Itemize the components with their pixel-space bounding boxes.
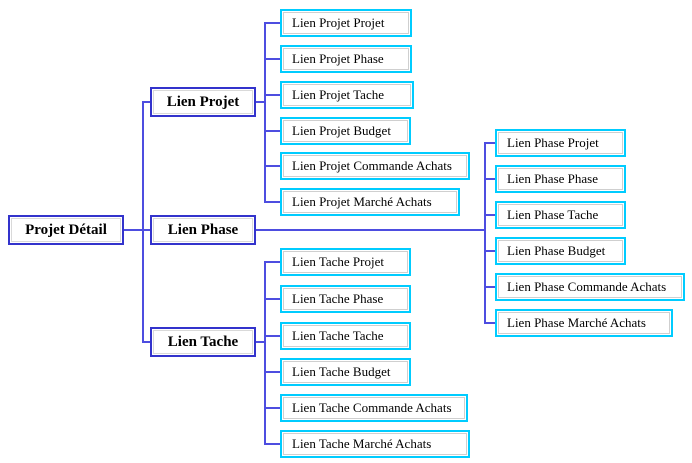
leaf-node[interactable]: Lien Projet Budget (280, 117, 411, 145)
connector-line (124, 229, 150, 231)
connector-line (256, 229, 486, 231)
connector-line (266, 407, 280, 409)
leaf-node[interactable]: Lien Phase Projet (495, 129, 626, 157)
connector-line (266, 58, 280, 60)
leaf-node[interactable]: Lien Projet Commande Achats (280, 152, 470, 180)
leaf-node[interactable]: Lien Tache Tache (280, 322, 411, 350)
connector-line (266, 165, 280, 167)
branch-node-lien-phase[interactable]: Lien Phase (150, 215, 256, 245)
connector-line (264, 22, 266, 203)
connector-line (266, 201, 280, 203)
connector-line (486, 178, 495, 180)
connector-line (486, 286, 495, 288)
leaf-node[interactable]: Lien Phase Marché Achats (495, 309, 673, 337)
leaf-node[interactable]: Lien Projet Projet (280, 9, 412, 37)
connector-line (486, 322, 495, 324)
connector-line (264, 261, 266, 445)
root-node[interactable]: Projet Détail (8, 215, 124, 245)
connector-line (256, 101, 266, 103)
leaf-node[interactable]: Lien Projet Marché Achats (280, 188, 460, 216)
connector-line (256, 341, 266, 343)
connector-line (486, 142, 495, 144)
connector-line (266, 443, 280, 445)
connector-line (266, 22, 280, 24)
leaf-node[interactable]: Lien Tache Commande Achats (280, 394, 468, 422)
connector-line (266, 371, 280, 373)
connector-line (484, 142, 486, 324)
leaf-node[interactable]: Lien Tache Phase (280, 285, 411, 313)
connector-line (486, 250, 495, 252)
branch-node-lien-tache[interactable]: Lien Tache (150, 327, 256, 357)
leaf-node[interactable]: Lien Phase Tache (495, 201, 626, 229)
connector-line (144, 101, 150, 103)
leaf-node[interactable]: Lien Tache Budget (280, 358, 411, 386)
connector-line (144, 341, 150, 343)
connector-line (266, 298, 280, 300)
branch-node-lien-projet[interactable]: Lien Projet (150, 87, 256, 117)
connector-line (266, 94, 280, 96)
connector-line (266, 261, 280, 263)
connector-line (486, 214, 495, 216)
connector-line (266, 130, 280, 132)
leaf-node[interactable]: Lien Tache Projet (280, 248, 411, 276)
connector-line (266, 335, 280, 337)
leaf-node[interactable]: Lien Projet Tache (280, 81, 414, 109)
leaf-node[interactable]: Lien Projet Phase (280, 45, 412, 73)
leaf-node[interactable]: Lien Phase Commande Achats (495, 273, 685, 301)
connector-line (142, 101, 144, 343)
leaf-node[interactable]: Lien Tache Marché Achats (280, 430, 470, 458)
leaf-node[interactable]: Lien Phase Budget (495, 237, 626, 265)
leaf-node[interactable]: Lien Phase Phase (495, 165, 626, 193)
